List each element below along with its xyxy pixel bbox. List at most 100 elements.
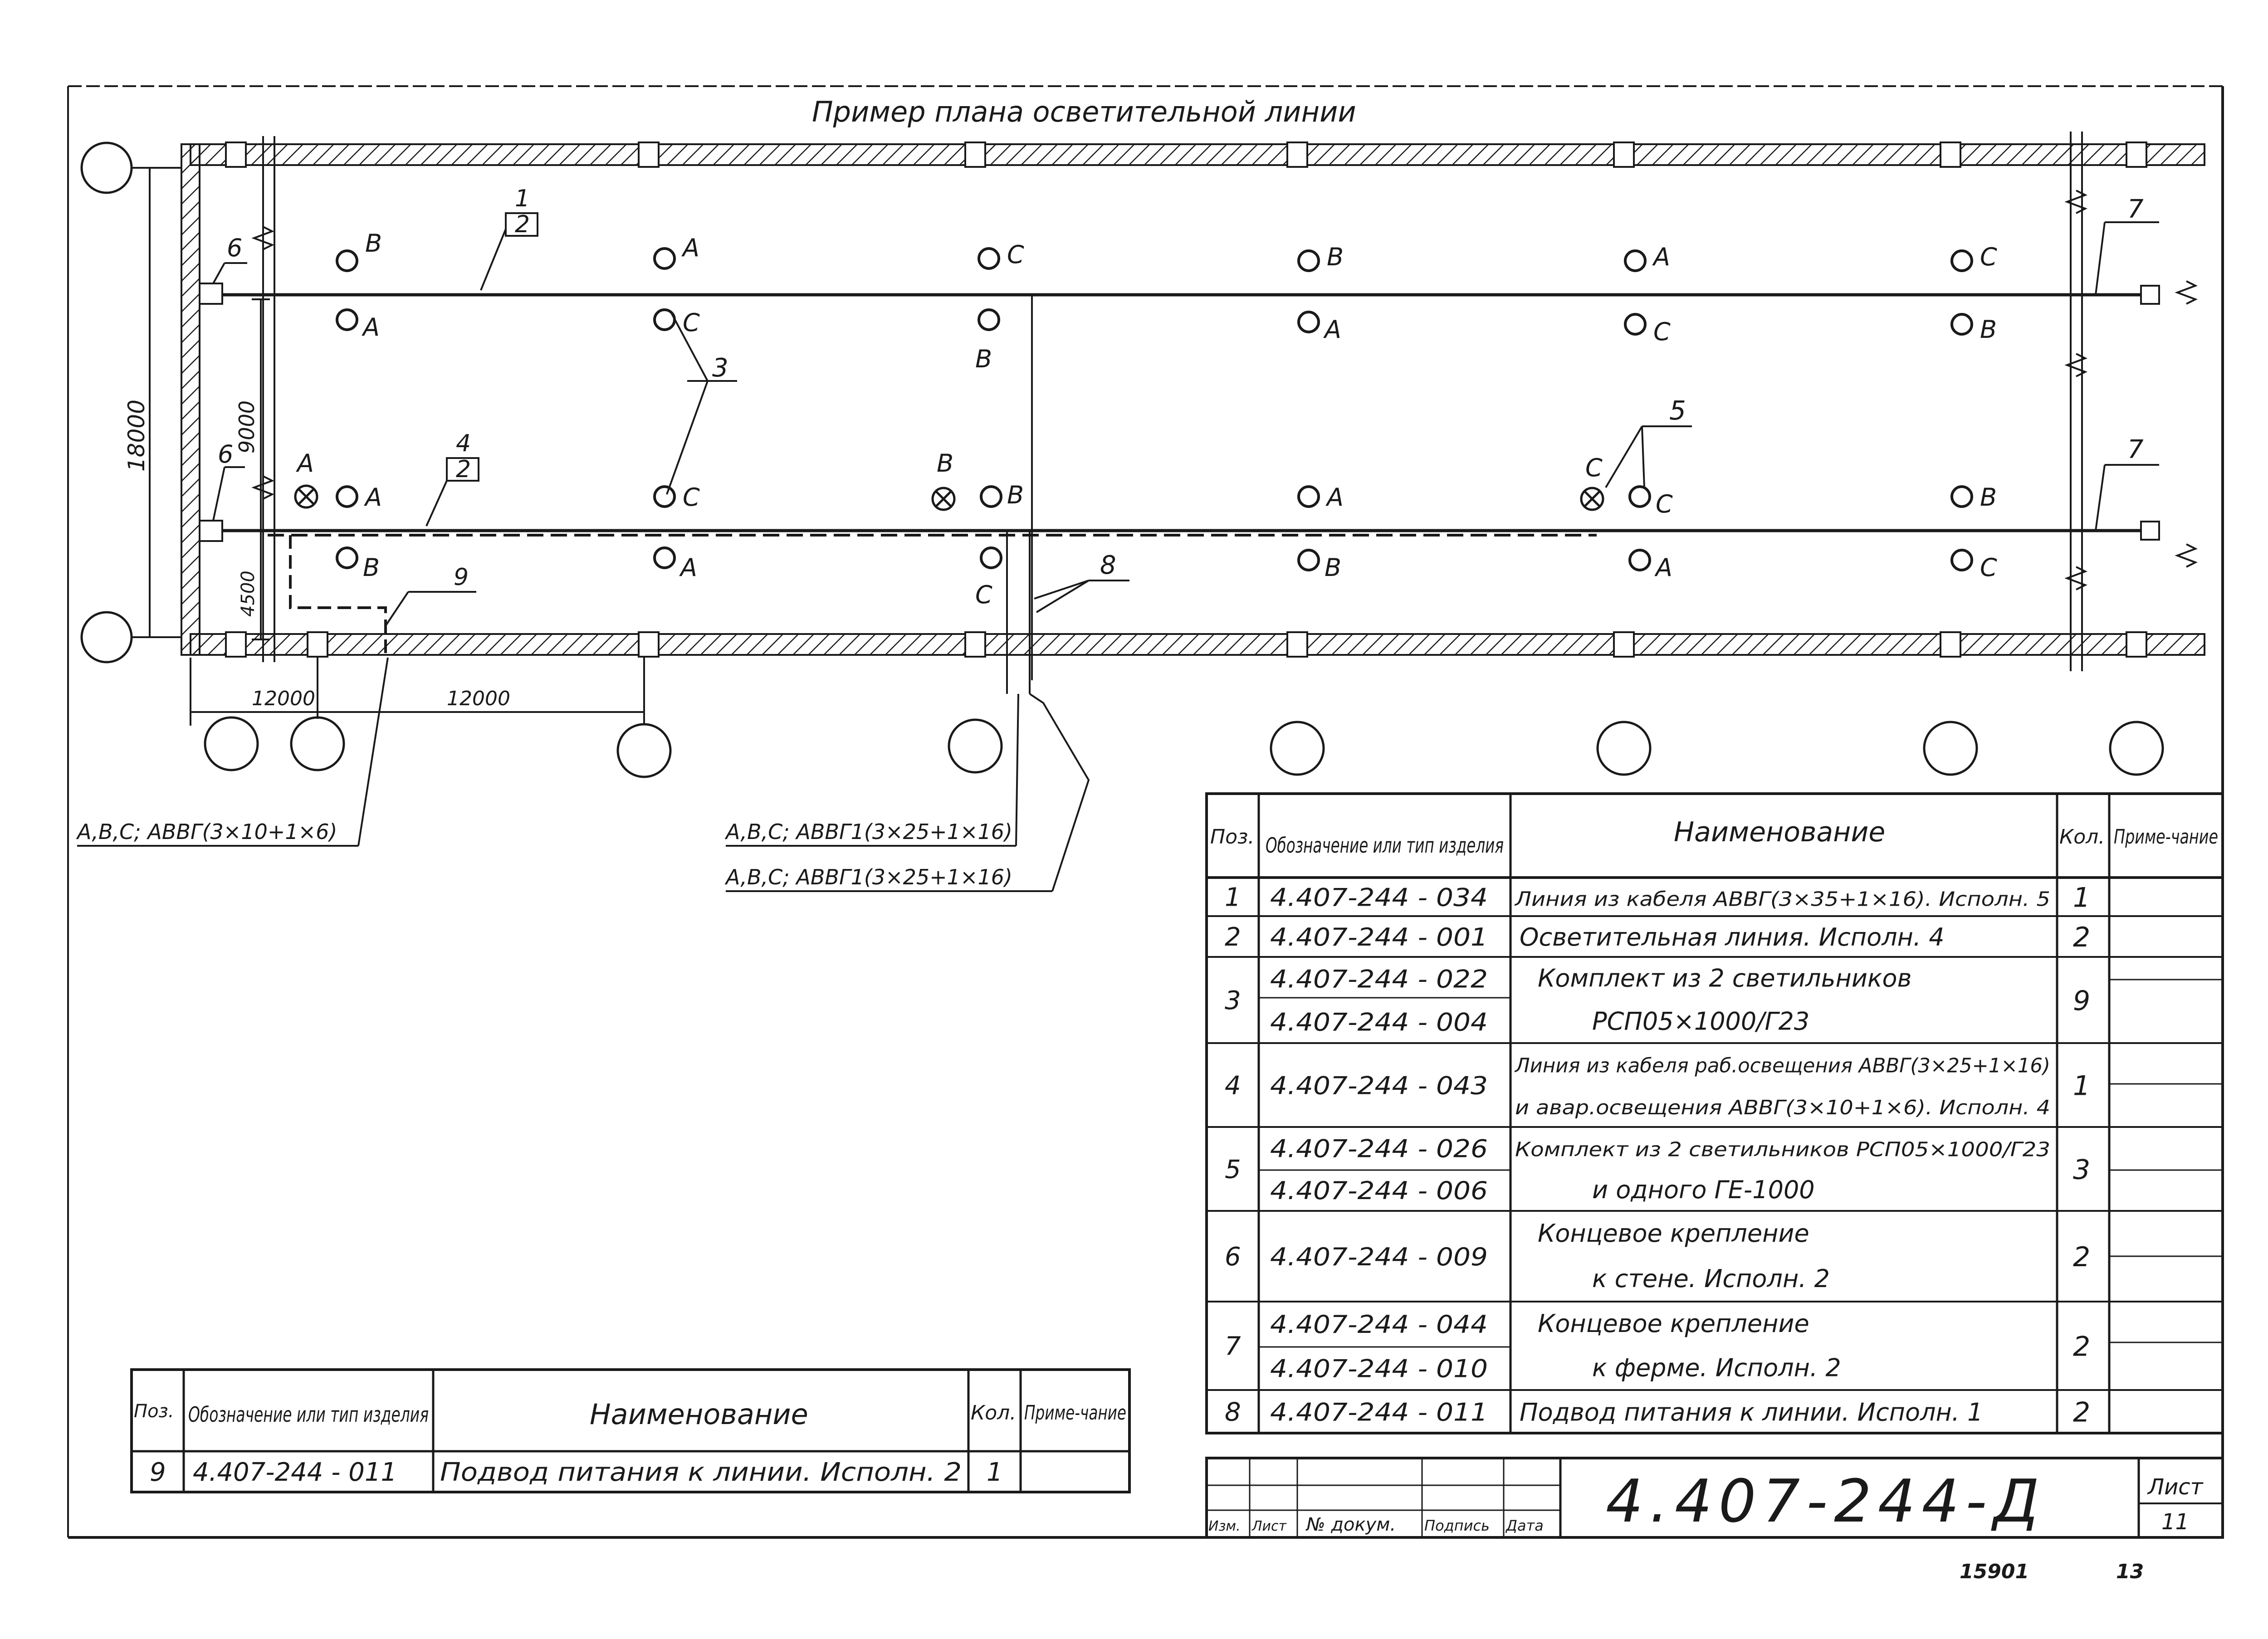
axis-bubble — [290, 716, 345, 771]
phase-label: C — [1585, 454, 1603, 482]
spec-row-pos: 3 — [1225, 986, 1241, 1015]
callout-5: 5 — [1669, 395, 1686, 426]
spec-row-name: Комплект из 2 светильников — [1538, 964, 1911, 993]
axis-bubble — [1596, 721, 1652, 776]
cable-note-mid-1: A,B,C; АВВГ1(3×25+1×16) — [724, 820, 1012, 844]
tb-label-izm: Изм. — [1208, 1518, 1241, 1534]
spec-row-qty: 1 — [2073, 882, 2090, 914]
span-first-label: 12000 — [252, 687, 315, 710]
footer-stamp-2: 13 — [2116, 1560, 2144, 1583]
spec-row-name: Концевое крепление — [1538, 1309, 1809, 1338]
spec-row-code: 4.407-244 - 022 — [1270, 965, 1488, 994]
lighting-lines — [222, 293, 2159, 694]
truss-fixing — [2140, 521, 2160, 541]
small-row-code: 4.407-244 - 011 — [193, 1458, 397, 1487]
luminaire — [1297, 485, 1320, 508]
axis-bubble — [2109, 721, 2164, 776]
tb-label-date: Дата — [1505, 1517, 1544, 1534]
spec-row-name: Подвод питания к линии. Исполн. 1 — [1520, 1398, 1983, 1427]
small-row-name: Подвод питания к линии. Исполн. 2 — [440, 1458, 962, 1487]
luminaire — [336, 546, 358, 569]
callout-8: 8 — [1100, 551, 1116, 580]
position-numbers: 1 2 3 4 2 5 6 6 7 7 8 9 — [218, 185, 2144, 591]
spec-row-qty: 1 — [2073, 1070, 2090, 1102]
phase-label: C — [1653, 317, 1671, 346]
sheet-label: Лист — [2147, 1474, 2204, 1500]
callout-9: 9 — [454, 564, 469, 591]
column — [1613, 631, 1635, 658]
spec-row-name: и авар.освещения АВВГ(3×10+1×6). Исполн.… — [1515, 1096, 2050, 1119]
luminaire — [1950, 485, 1973, 508]
spec-table-grid — [1205, 792, 2224, 1434]
spec-row-name: Линия из кабеля раб.освещения АВВГ(3×25+… — [1514, 1054, 2050, 1077]
callout-6a: 6 — [227, 234, 242, 262]
axis-bubble — [948, 718, 1003, 774]
spec-row-qty: 2 — [2073, 922, 2090, 953]
phase-label: A — [362, 313, 380, 341]
luminaire — [1297, 249, 1320, 272]
feeder-9 — [289, 535, 387, 658]
phase-label: C — [683, 483, 700, 512]
spec-header-designation: Обозначение или тип изделия — [1266, 833, 1504, 858]
callout-7a: 7 — [2127, 195, 2144, 224]
spec-row-name: Комплект из 2 светильников РСП05×1000/Г2… — [1515, 1138, 2050, 1161]
wall-fixing — [199, 283, 223, 305]
spec-row-code: 4.407-244 - 043 — [1270, 1072, 1488, 1100]
document-number: 4.407-244-Д — [1606, 1467, 2046, 1536]
wall-columns — [225, 141, 2147, 658]
callout-2b: 2 — [456, 456, 471, 483]
title-block-grid — [1205, 1457, 2224, 1539]
phase-label: B — [1007, 481, 1024, 509]
small-header-pos: Поз. — [134, 1401, 174, 1422]
column — [1940, 631, 1961, 658]
phase-letters: B A A C C B B A A C C B A A B C A B B C … — [296, 229, 1997, 609]
phase-label: C — [1007, 240, 1024, 269]
luminaire — [1297, 311, 1320, 333]
spec-row-code: 4.407-244 - 004 — [1270, 1008, 1488, 1037]
phase-label: A — [1325, 483, 1344, 512]
spec-row-pos: 1 — [1225, 883, 1241, 912]
luminaire — [1297, 549, 1320, 571]
small-header-note: Приме-чание — [1024, 1401, 1126, 1424]
axis-bubbles — [80, 141, 2164, 778]
sheet-number: 11 — [2161, 1509, 2189, 1535]
phase-label: A — [681, 234, 699, 262]
small-header-name: Наименование — [590, 1398, 808, 1431]
spec-row-name: к стене. Исполн. 2 — [1592, 1264, 1830, 1293]
luminaire — [978, 308, 1000, 331]
column — [638, 141, 660, 168]
luminaire — [653, 485, 676, 508]
axis-bubble — [1923, 721, 1978, 776]
small-header-qty: Кол. — [971, 1401, 1016, 1424]
luminaire — [336, 249, 358, 272]
callout-1: 1 — [515, 185, 530, 212]
spec-row-code: 4.407-244 - 011 — [1270, 1398, 1488, 1427]
tb-label-sign: Подпись — [1424, 1517, 1490, 1534]
dim-half-label: 9000 — [235, 400, 259, 454]
phase-label: B — [1980, 483, 1997, 512]
title-block: Изм. Лист № докум. Подпись Дата 4.407-24… — [1205, 1457, 2224, 1539]
dim-quarter-label: 4500 — [238, 571, 259, 617]
luminaire — [336, 485, 358, 508]
tb-label-list: Лист — [1251, 1518, 1287, 1534]
spec-row-qty: 2 — [2073, 1241, 2090, 1273]
callout-4: 4 — [456, 430, 471, 457]
column — [1940, 141, 1961, 168]
luminaire — [1628, 485, 1651, 508]
phase-label: A — [1323, 315, 1341, 344]
phase-label: A — [1652, 243, 1670, 271]
phase-label: B — [1327, 243, 1344, 271]
callout-3: 3 — [712, 353, 728, 383]
spec-row-pos: 6 — [1225, 1242, 1241, 1272]
luminaires — [336, 247, 1973, 571]
column — [2126, 141, 2147, 168]
phase-label: C — [1980, 243, 1997, 271]
luminaire — [653, 247, 676, 270]
footer-stamp-1: 15901 — [1960, 1560, 2029, 1583]
luminaire — [1624, 313, 1647, 336]
spec-header-qty: Кол. — [2059, 825, 2105, 849]
spec-row-qty: 2 — [2073, 1331, 2090, 1363]
phase-label: C — [975, 580, 992, 609]
phase-label: C — [1980, 553, 1997, 582]
spec-row-code: 4.407-244 - 001 — [1270, 923, 1488, 951]
